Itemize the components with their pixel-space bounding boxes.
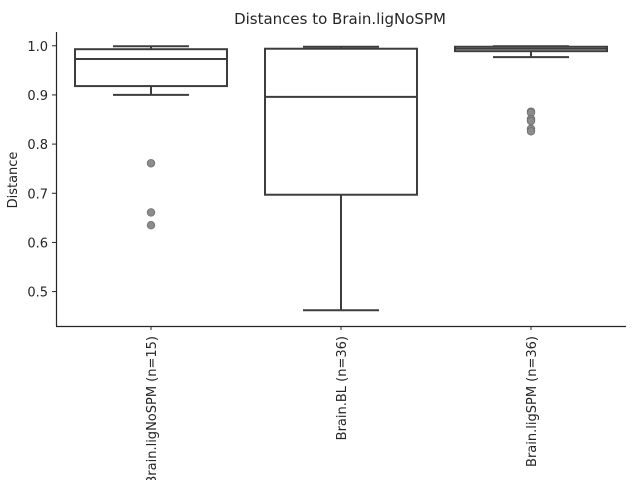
x-tick-label: Brain.ligSPM (n=36): [525, 336, 540, 467]
outlier-point: [526, 127, 536, 136]
outlier-point: [146, 208, 156, 217]
box-group: [74, 45, 228, 230]
x-tick-label: Brain.ligNoSPM (n=15): [145, 336, 160, 480]
y-tick-label: 0.8: [27, 138, 48, 153]
box-group: [454, 45, 608, 136]
boxes: [74, 45, 608, 312]
y-tick-label: 0.5: [27, 286, 48, 301]
y-ticks: 0.5 0.6 0.7 0.8 0.9 1.0: [27, 40, 56, 301]
y-axis-label: Distance: [6, 152, 21, 209]
chart-title: Distances to Brain.ligNoSPM: [234, 10, 446, 28]
x-tick-label: Brain.BL (n=36): [335, 336, 350, 440]
y-tick-label: 0.7: [27, 187, 48, 202]
outlier-point: [146, 159, 156, 168]
box-group: [264, 45, 418, 312]
box-iqr: [264, 47, 418, 196]
x-ticks: Brain.ligNoSPM (n=15) Brain.BL (n=36) Brai…: [145, 326, 540, 485]
y-tick-label: 0.6: [27, 236, 48, 251]
box-iqr: [74, 48, 228, 88]
y-tick-label: 0.9: [27, 89, 48, 104]
outlier-point: [146, 221, 156, 230]
y-tick-label: 1.0: [27, 40, 48, 55]
outlier-point: [526, 116, 536, 126]
